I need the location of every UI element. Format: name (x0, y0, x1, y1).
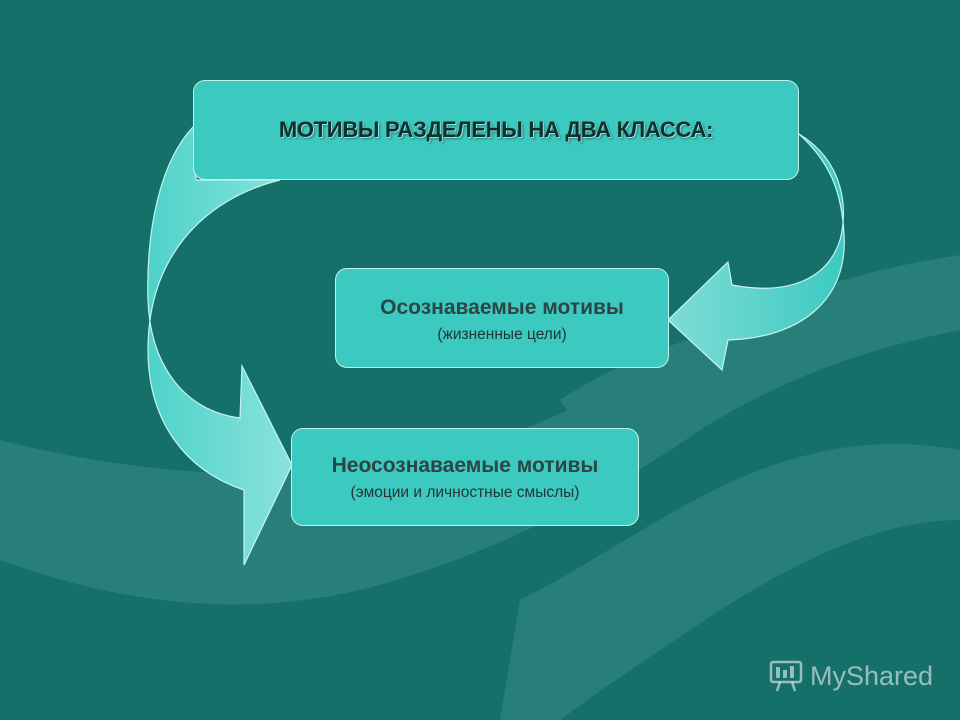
presentation-board-icon (769, 660, 803, 692)
arrow-to-conscious (667, 133, 845, 372)
watermark-text: MyShared (810, 660, 934, 691)
conscious-motives-box: Осознаваемые мотивы (жизненные цели) (335, 268, 669, 368)
unconscious-motives-box: Неосознаваемые мотивы (эмоции и личностн… (291, 428, 639, 526)
watermark: MyShared (768, 656, 933, 696)
arrow-to-unconscious (147, 123, 293, 566)
title-box: МОТИВЫ РАЗДЕЛЕНЫ НА ДВА КЛАССА: (193, 80, 799, 180)
conscious-motives-heading: Осознаваемые мотивы (380, 296, 624, 319)
unconscious-motives-heading: Неосознаваемые мотивы (331, 454, 599, 477)
unconscious-motives-note: (эмоции и личностные смыслы) (350, 484, 580, 501)
conscious-motives-note: (жизненные цели) (437, 326, 567, 343)
diagram-title: МОТИВЫ РАЗДЕЛЕНЫ НА ДВА КЛАССА: (278, 117, 714, 142)
